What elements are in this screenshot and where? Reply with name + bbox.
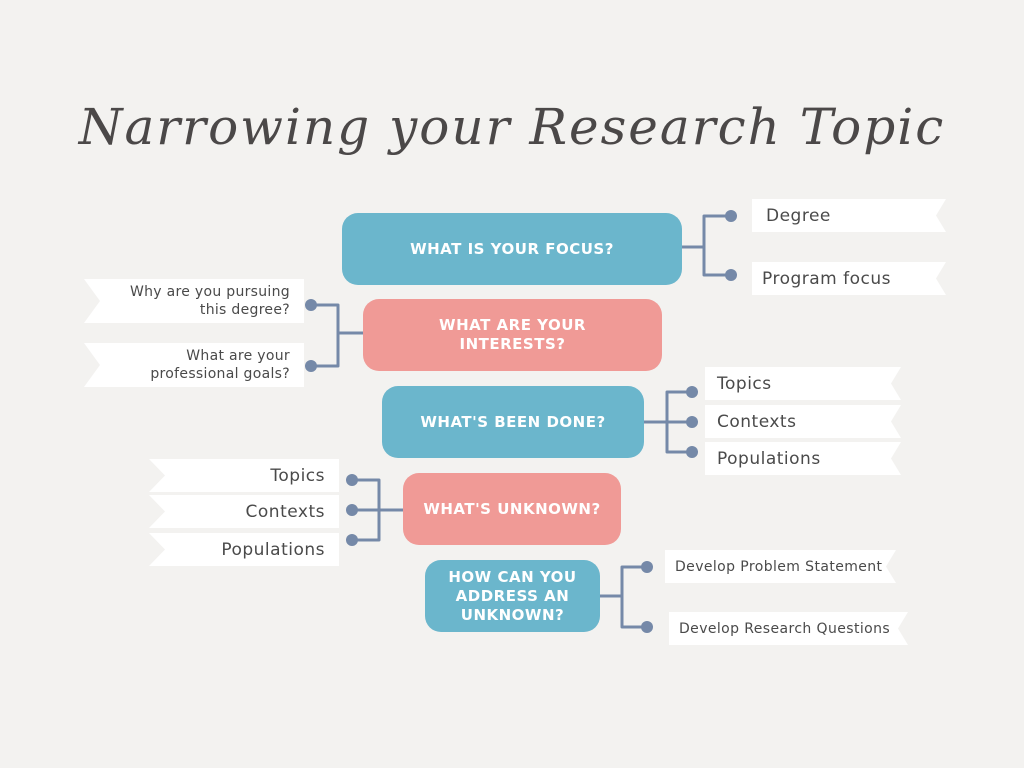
done-box-label: WHAT'S BEEN DONE? [420, 412, 606, 431]
interest-item-goals: What are your professional goals? [84, 343, 304, 387]
focus-item-degree: Degree [752, 199, 946, 232]
address-box-label: HOW CAN YOU ADDRESS AN UNKNOWN? [448, 567, 577, 624]
connector-dot [725, 210, 737, 222]
done-box: WHAT'S BEEN DONE? [382, 386, 644, 458]
unknown-item-topics: Topics [149, 459, 339, 492]
connector-dot [346, 504, 358, 516]
unknown-item-populations: Populations [149, 533, 339, 566]
connector-dot [686, 386, 698, 398]
done-item-populations: Populations [705, 442, 901, 475]
connector-dot [305, 360, 317, 372]
connector-dot [346, 474, 358, 486]
focus-box: WHAT IS YOUR FOCUS? [342, 213, 682, 285]
unknown-box-label: WHAT'S UNKNOWN? [423, 499, 601, 518]
connector-focus-bracket [702, 214, 733, 277]
connector-dot [346, 534, 358, 546]
unknown-item-contexts: Contexts [149, 495, 339, 528]
interests-box-label: WHAT ARE YOUR INTERESTS? [439, 316, 586, 353]
address-item-problem: Develop Problem Statement [665, 550, 896, 583]
focus-item-program: Program focus [752, 262, 946, 295]
address-box: HOW CAN YOU ADDRESS AN UNKNOWN? [425, 560, 600, 632]
connector-dot [686, 416, 698, 428]
connector-dot [686, 446, 698, 458]
connector-dot [641, 561, 653, 573]
connector-address-bracket [620, 565, 649, 629]
address-item-questions: Develop Research Questions [669, 612, 908, 645]
done-item-topics: Topics [705, 367, 901, 400]
focus-box-label: WHAT IS YOUR FOCUS? [410, 239, 614, 258]
diagram-title: Narrowing your Research Topic [78, 98, 946, 156]
connector-dot [305, 299, 317, 311]
unknown-box: WHAT'S UNKNOWN? [403, 473, 621, 545]
interest-item-why: Why are you pursuing this degree? [84, 279, 304, 323]
connector-dot [641, 621, 653, 633]
connector-interests-bracket [309, 303, 340, 368]
interests-box: WHAT ARE YOUR INTERESTS? [363, 299, 662, 371]
done-item-contexts: Contexts [705, 405, 901, 438]
connector-dot [725, 269, 737, 281]
